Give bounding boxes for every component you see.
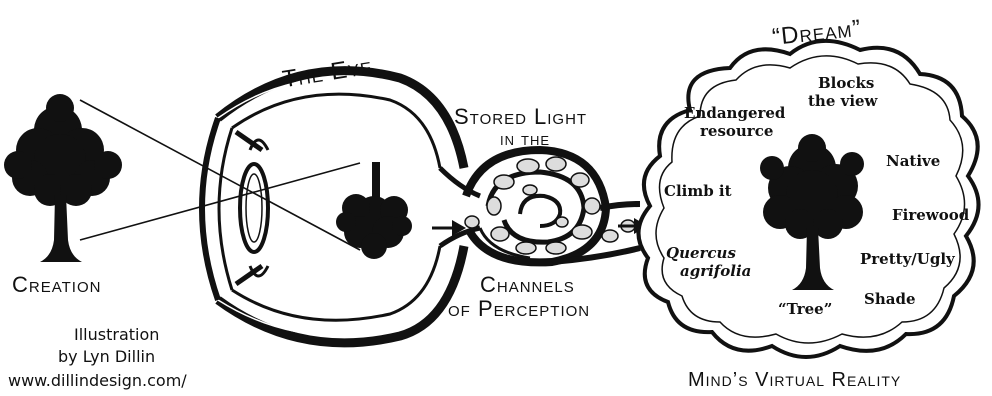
credit-line-3: www.dillindesign.com/	[8, 371, 187, 390]
credit-line-1: Illustration	[74, 325, 159, 344]
cloud-word-shade: Shade	[864, 290, 916, 308]
brain-spiral-icon	[465, 150, 640, 262]
eyeball-icon	[202, 71, 480, 343]
cloud-word-pretty-ugly: Pretty/Ugly	[860, 250, 956, 268]
cloud-word-native: Native	[886, 152, 940, 170]
inverted-tree-icon	[336, 162, 412, 259]
stored-light-label: Stored Light	[454, 104, 587, 129]
cloud-word-blocks: Blocks	[818, 74, 874, 92]
creation-tree-icon	[4, 94, 122, 262]
the-eye-label: The Eye	[281, 52, 375, 93]
cloud-word-tree: “Tree”	[778, 300, 832, 318]
cloud-word-the-view: the view	[808, 92, 879, 110]
cloud-word-agrifolia: agrifolia	[680, 262, 751, 280]
credit-line-2: by Lyn Dillin	[58, 347, 155, 366]
cloud-word-climb: Climb it	[664, 182, 732, 200]
creation-label: Creation	[12, 272, 101, 297]
minds-virtual-reality-label: Mind’s Virtual Reality	[688, 369, 901, 391]
cloud-word-endangered: Endangered	[684, 104, 786, 122]
channels-label: Channels	[480, 272, 575, 297]
cloud-word-resource: resource	[700, 122, 773, 140]
of-perception-label: of Perception	[448, 296, 590, 321]
cloud-word-quercus: Quercus	[666, 244, 736, 262]
in-the-label: in the	[500, 129, 550, 149]
cloud-word-firewood: Firewood	[892, 206, 970, 224]
